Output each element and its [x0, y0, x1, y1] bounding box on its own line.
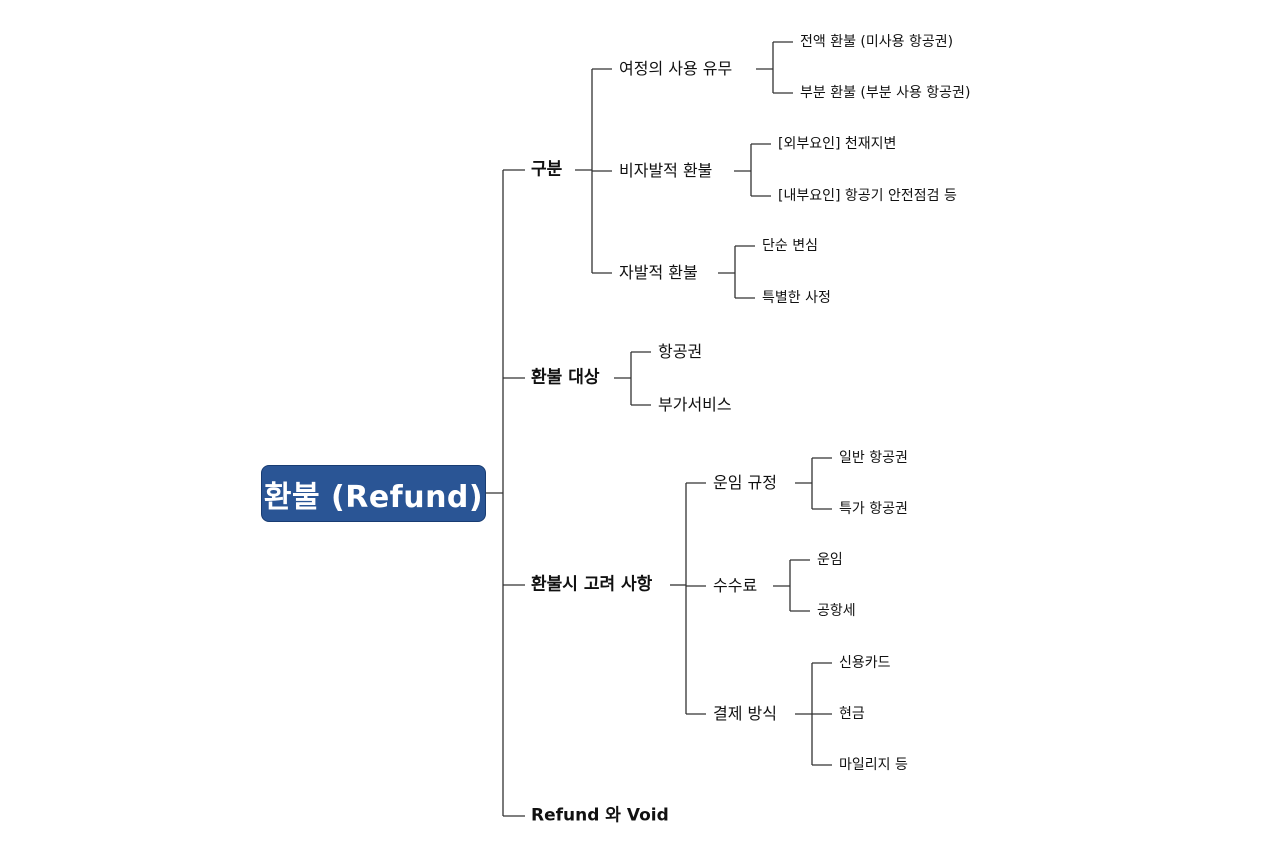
leaf-special-circumstance: 특별한 사정 [762, 290, 831, 306]
leaf-cash: 현금 [839, 706, 865, 722]
leaf-mileage: 마일리지 등 [839, 757, 908, 773]
branch-division: 구분 [531, 159, 563, 180]
leaf-full-refund: 전액 환불 (미사용 항공권) [800, 34, 954, 50]
branch-refund-target: 환불 대상 [531, 367, 600, 388]
branch-refund-void: Refund 와 Void [531, 805, 669, 826]
node-voluntary-refund: 자발적 환불 [619, 263, 698, 282]
leaf-external-factor: [외부요인] 천재지변 [778, 136, 897, 152]
node-itinerary-usage: 여정의 사용 유무 [619, 59, 733, 78]
node-involuntary-refund: 비자발적 환불 [619, 161, 713, 180]
leaf-regular-ticket: 일반 항공권 [839, 450, 908, 466]
root-node: 환불 (Refund) [261, 465, 486, 522]
branch-considerations: 환불시 고려 사항 [531, 574, 653, 595]
node-fees: 수수료 [713, 576, 758, 595]
node-ancillary-service: 부가서비스 [658, 395, 732, 414]
leaf-credit-card: 신용카드 [839, 655, 891, 671]
leaf-special-fare-ticket: 특가 항공권 [839, 501, 908, 517]
leaf-airport-tax: 공항세 [817, 603, 856, 619]
leaf-partial-refund: 부분 환불 (부분 사용 항공권) [800, 85, 971, 101]
leaf-change-of-mind: 단순 변심 [762, 238, 818, 254]
node-fare-rules: 운임 규정 [713, 473, 777, 492]
node-payment-method: 결제 방식 [713, 704, 777, 723]
node-ticket: 항공권 [658, 342, 703, 361]
leaf-fare: 운임 [817, 552, 843, 568]
leaf-internal-factor: [내부요인] 항공기 안전점검 등 [778, 188, 957, 204]
